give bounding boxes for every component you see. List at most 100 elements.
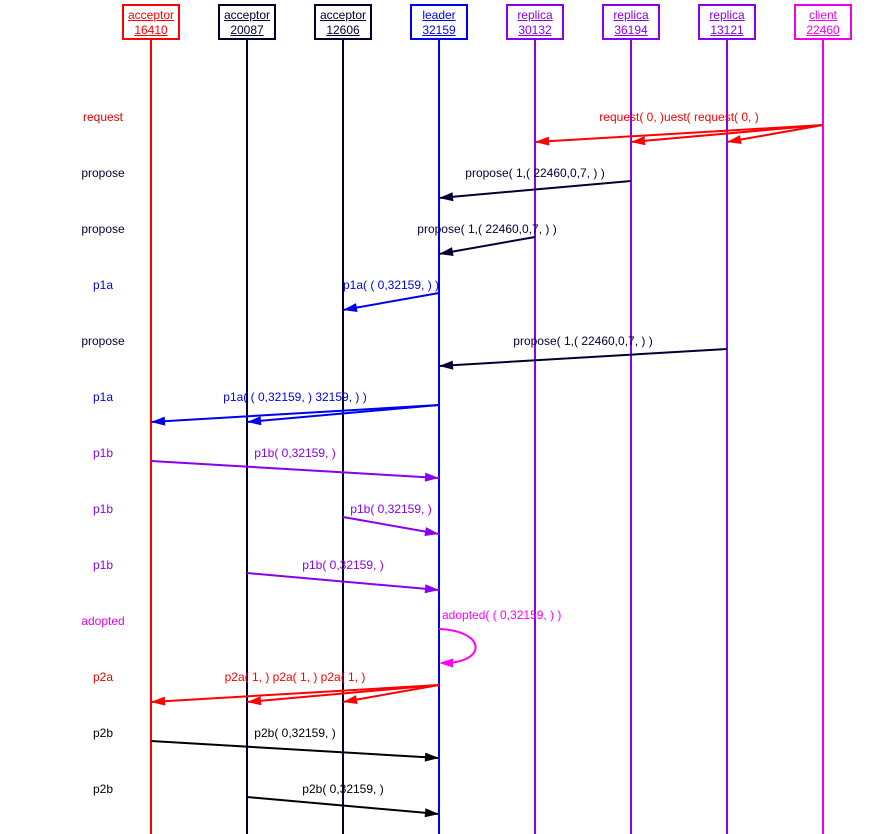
arrow-head bbox=[439, 658, 453, 668]
message-label: p1b( 0,32159, ) bbox=[350, 502, 431, 516]
message-line bbox=[150, 740, 440, 759]
message-arrow-p2a: p2a( 1, ) p2a( 1, ) p2a( 1, ) bbox=[150, 670, 440, 706]
actor-id-label: 30132 bbox=[518, 23, 552, 37]
arrow-head bbox=[424, 584, 439, 594]
message-label: propose( 1,( 22460,0,7, ) ) bbox=[417, 222, 556, 236]
arrow-head bbox=[424, 527, 439, 536]
message-label: p2b( 0,32159, ) bbox=[302, 782, 383, 796]
actor-role-label: acceptor bbox=[319, 8, 367, 22]
message-label: p1b( 0,32159, ) bbox=[254, 446, 335, 460]
arrow-head bbox=[727, 135, 742, 144]
arrow-head bbox=[343, 303, 358, 312]
message-line bbox=[150, 684, 440, 703]
message-arrow-p2b: p2b( 0,32159, ) bbox=[246, 782, 440, 818]
message-line bbox=[342, 292, 440, 311]
arrow-head bbox=[535, 136, 550, 146]
actor-role-label: replica bbox=[613, 8, 649, 22]
row-label-request: request bbox=[82, 110, 124, 124]
row-label-p1a: p1a bbox=[92, 390, 114, 404]
message-line bbox=[150, 460, 440, 479]
message-label: propose( 1,( 22460,0,7, ) ) bbox=[513, 334, 652, 348]
actor-id-label: 20087 bbox=[230, 23, 264, 37]
message-label: p1a( ( 0,32159, ) ) bbox=[343, 278, 439, 292]
actor-role-label: leader bbox=[422, 8, 456, 22]
row-label-p1b: p1b bbox=[92, 446, 114, 460]
message-arrow-p1b: p1b( 0,32159, ) bbox=[342, 502, 440, 536]
arrow-head bbox=[151, 696, 166, 706]
message-label: p2b( 0,32159, ) bbox=[254, 726, 335, 740]
message-line bbox=[534, 124, 824, 143]
actor-role-label: replica bbox=[517, 8, 553, 22]
actor-id-label: 16410 bbox=[134, 23, 168, 37]
actor-role-label: replica bbox=[709, 8, 745, 22]
actor-id-label: 22460 bbox=[806, 23, 840, 37]
arrow-head bbox=[439, 192, 454, 202]
arrow-head bbox=[424, 752, 439, 762]
message-arrow-p1a: p1a( ( 0,32159, ) 32159, ) ) bbox=[150, 390, 440, 426]
message-label: request( 0, )uest( request( 0, ) bbox=[599, 110, 758, 124]
actor-id-label: 32159 bbox=[422, 23, 456, 37]
message-line bbox=[150, 404, 440, 423]
actor-role-label: acceptor bbox=[223, 8, 271, 22]
message-label: p1b( 0,32159, ) bbox=[302, 558, 383, 572]
row-label-propose: propose bbox=[81, 222, 125, 236]
message-arrow-propose: propose( 1,( 22460,0,7, ) ) bbox=[417, 222, 557, 256]
lifelines bbox=[150, 40, 824, 834]
row-label-p1a: p1a bbox=[92, 278, 114, 292]
message-line bbox=[438, 628, 477, 664]
message-line bbox=[438, 348, 728, 367]
message-line bbox=[630, 124, 824, 143]
actor-role-label: acceptor bbox=[127, 8, 175, 22]
message-arrow-request: request( 0, )uest( request( 0, ) bbox=[534, 110, 824, 146]
message-line bbox=[342, 516, 440, 535]
message-line bbox=[246, 404, 440, 423]
message-label: adopted( ( 0,32159, ) ) bbox=[442, 608, 561, 622]
row-label-p1b: p1b bbox=[92, 502, 114, 516]
message-line bbox=[246, 572, 440, 591]
message-arrow-propose: propose( 1,( 22460,0,7, ) ) bbox=[438, 334, 728, 370]
message-label: p2a( 1, ) p2a( 1, ) p2a( 1, ) bbox=[225, 670, 366, 684]
arrow-head bbox=[424, 472, 439, 482]
row-label-p2a: p2a bbox=[92, 670, 114, 684]
message-arrow-p2b: p2b( 0,32159, ) bbox=[150, 726, 440, 762]
row-label-propose: propose bbox=[81, 334, 125, 348]
actor-id-label: 13121 bbox=[710, 23, 744, 37]
arrow-head bbox=[247, 416, 262, 426]
row-label-adopted: adopted bbox=[81, 614, 125, 628]
message-arrow-p1a: p1a( ( 0,32159, ) ) bbox=[342, 278, 440, 312]
arrow-head bbox=[439, 360, 454, 370]
row-label-p2b: p2b bbox=[92, 726, 114, 740]
message-line bbox=[246, 684, 440, 703]
arrow-head bbox=[631, 136, 646, 146]
arrow-head bbox=[424, 808, 439, 818]
message-line bbox=[438, 236, 536, 255]
message-label: propose( 1,( 22460,0,7, ) ) bbox=[465, 166, 604, 180]
arrow-head bbox=[439, 247, 454, 256]
arrow-head bbox=[247, 696, 262, 706]
message-line bbox=[438, 180, 632, 199]
message-arrow-p1b: p1b( 0,32159, ) bbox=[150, 446, 440, 482]
message-line bbox=[246, 796, 440, 815]
arrow-head bbox=[343, 695, 358, 704]
message-line bbox=[342, 684, 440, 703]
arrow-head bbox=[151, 416, 166, 426]
messages: request( 0, )uest( request( 0, ) propose(… bbox=[150, 110, 824, 818]
row-label-p1b: p1b bbox=[92, 558, 114, 572]
actor-id-label: 36194 bbox=[614, 23, 648, 37]
message-label: p1a( ( 0,32159, ) 32159, ) ) bbox=[223, 390, 366, 404]
actor-id-label: 12606 bbox=[326, 23, 360, 37]
message-line bbox=[726, 124, 824, 143]
message-arrow-p1b: p1b( 0,32159, ) bbox=[246, 558, 440, 594]
message-arrow-adopted: adopted( ( 0,32159, ) ) bbox=[438, 608, 561, 668]
actor-role-label: client bbox=[808, 8, 837, 22]
row-label-p2b: p2b bbox=[92, 782, 114, 796]
